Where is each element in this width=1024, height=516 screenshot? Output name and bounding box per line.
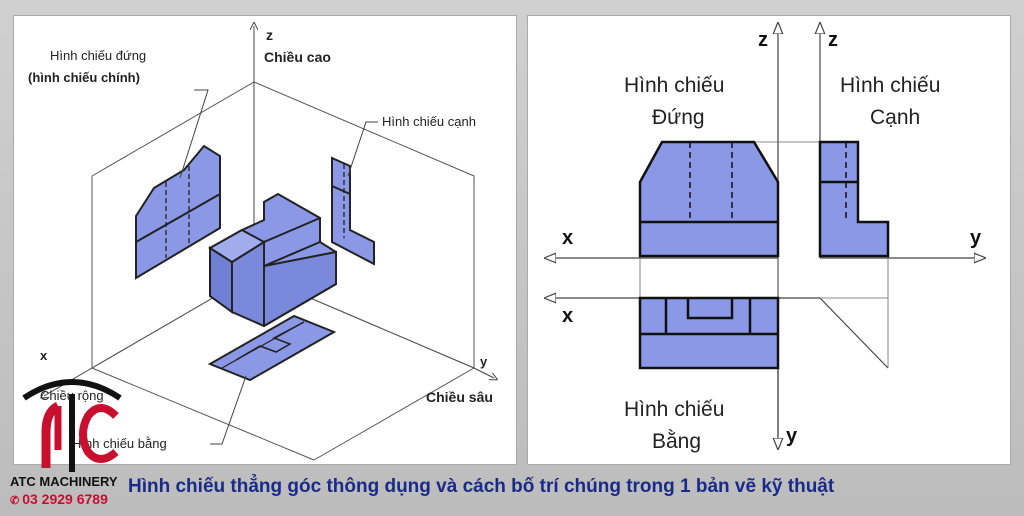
front-view-projection xyxy=(135,144,221,280)
top-view-title: Hình chiếu xyxy=(624,398,724,421)
front-view xyxy=(638,140,780,258)
y-axis-label: y xyxy=(480,354,488,369)
x-axis-label-1: x xyxy=(562,227,573,249)
x-axis-label: x xyxy=(40,348,48,363)
front-view-title: Hình chiếu xyxy=(624,74,724,97)
atc-logo xyxy=(22,379,122,472)
y-axis-label-1: y xyxy=(970,227,982,249)
top-view-label: Hình chiếu bằng xyxy=(72,436,167,451)
isometric-diagram: z Chiều cao Hình chiếu đứng (hình chiếu … xyxy=(28,16,516,461)
top-view-subtitle: Bằng xyxy=(652,430,701,453)
z-axis-label-2: z xyxy=(828,29,838,51)
front-view-sublabel: (hình chiếu chính) xyxy=(28,70,140,85)
orthographic-diagram: z z Hình chiếu Đứng Hình chiếu Cạnh x y … xyxy=(528,16,1010,453)
depth-label: Chiều sâu xyxy=(426,389,493,405)
side-view-projection xyxy=(331,156,375,266)
side-view-subtitle: Cạnh xyxy=(870,106,920,129)
top-view xyxy=(638,296,780,370)
z-axis-label: z xyxy=(266,27,273,43)
side-view xyxy=(818,140,890,258)
y-axis-label-2: y xyxy=(786,425,798,447)
top-view-projection xyxy=(207,314,337,382)
front-view-subtitle: Đứng xyxy=(652,106,705,129)
front-view-label: Hình chiếu đứng xyxy=(50,48,146,63)
brand-name: ATC MACHINERY xyxy=(10,474,118,489)
z-axis-label-1: z xyxy=(758,29,768,51)
orthographic-layout-panel: z z Hình chiếu Đứng Hình chiếu Cạnh x y … xyxy=(528,16,1010,464)
caption: Hình chiếu thẳng góc thông dụng và cách … xyxy=(128,476,835,497)
side-view-label: Hình chiếu cạnh xyxy=(382,114,476,129)
height-label: Chiều cao xyxy=(264,49,331,65)
brand-phone: ✆03 2929 6789 xyxy=(10,491,108,507)
isometric-object xyxy=(208,192,337,328)
phone-icon: ✆ xyxy=(10,495,20,507)
side-view-title: Hình chiếu xyxy=(840,74,940,97)
phone-number: 03 2929 6789 xyxy=(22,491,108,507)
leader-lines xyxy=(179,89,378,445)
x-axis-label-2: x xyxy=(562,305,573,327)
y-axis-line xyxy=(473,367,494,378)
